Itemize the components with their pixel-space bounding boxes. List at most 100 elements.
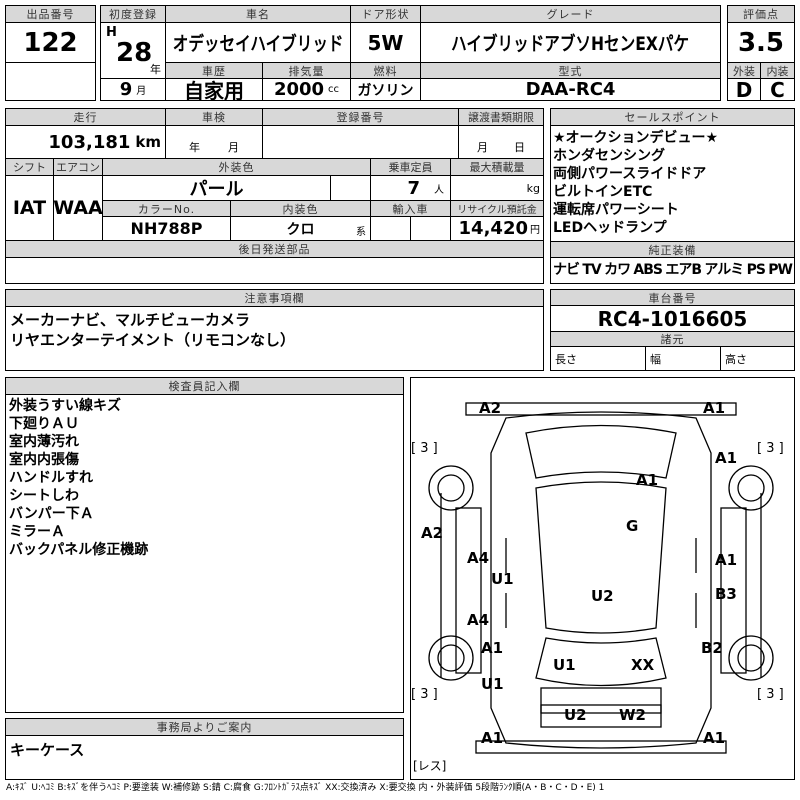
chassis-label: 車台番号 <box>551 290 794 306</box>
damage-mark: W2 <box>619 706 646 724</box>
import-b <box>411 217 451 241</box>
door-label: ドア形状 <box>351 6 421 23</box>
year-unit: 年 <box>150 63 161 76</box>
equipment-item: アルミ <box>704 262 744 278</box>
tire-depth: [ 3 ] <box>411 441 438 456</box>
reg-no <box>263 126 459 159</box>
max-load: kg <box>451 176 543 201</box>
recycle-value: 14,420 <box>458 218 528 239</box>
chassis-number: RC4-1016605 <box>551 306 794 332</box>
sale-point: ホンダセンシング <box>553 148 665 164</box>
capacity-label: 乗車定員 <box>371 159 451 176</box>
history: 自家用 <box>166 79 263 100</box>
damage-mark: A1 <box>636 471 659 489</box>
transfer-day-unit: 日 <box>514 141 525 154</box>
mileage-value: 103,181 <box>48 131 131 153</box>
sale-point: 運転席パワーシート <box>553 202 679 218</box>
inspection-year-unit: 年 <box>189 141 200 154</box>
damage-mark: A1 <box>481 729 504 747</box>
mileage-unit: km <box>135 133 161 151</box>
tire-depth: [ 3 ] <box>411 687 438 702</box>
equipment-item: TV <box>582 262 601 278</box>
score-label: 評価点 <box>728 6 794 23</box>
damage-mark: U1 <box>553 656 576 674</box>
score-box: 評価点 3.5 外装 内装 D C <box>727 5 795 101</box>
car-name-label: 車名 <box>166 6 351 23</box>
ext-grade-label: 外装 <box>728 63 761 79</box>
damage-mark: A1 <box>715 449 738 467</box>
color-no-label: カラーNo. <box>103 201 231 217</box>
reg-no-label: 登録番号 <box>263 109 459 126</box>
damage-mark: U1 <box>491 570 514 588</box>
equipment-item: ABS <box>633 262 663 278</box>
int-grade-label: 内装 <box>761 63 794 79</box>
notes-list: メーカーナビ、マルチビューカメラ リヤエンターテイメント（リモコンなし） <box>10 310 295 350</box>
inspection-label: 車検 <box>166 109 263 126</box>
office-label: 事務局よりご案内 <box>6 719 403 736</box>
damage-mark: A2 <box>421 524 444 542</box>
sale-points-list: ★オークションデビュー★ ホンダセンシング 両側パワースライドドア ビルトインE… <box>553 129 718 239</box>
damage-mark: U1 <box>481 675 504 693</box>
ext-color-label: 外装色 <box>103 159 371 176</box>
import-a <box>371 217 411 241</box>
inspector-line: 室内薄汚れ <box>9 434 79 450</box>
lot-box: 出品番号 122 <box>5 5 96 101</box>
notes-box: 注意事項欄 メーカーナビ、マルチビューカメラ リヤエンターテイメント（リモコンな… <box>5 289 544 371</box>
int-color-label: 内装色 <box>231 201 371 217</box>
equipment-item: ナビ <box>553 262 580 278</box>
damage-mark: A4 <box>467 611 490 629</box>
first-reg-year: H 28 年 <box>101 23 166 79</box>
note-line: メーカーナビ、マルチビューカメラ <box>10 311 251 329</box>
equipment-item: エアB <box>665 262 702 278</box>
aircon-label: エアコン <box>54 159 103 176</box>
displacement-unit: cc <box>328 84 340 95</box>
transfer-month-unit: 月 <box>477 141 488 154</box>
sale-point: ★オークションデビュー★ <box>553 130 719 146</box>
office-note: キーケース <box>10 741 85 759</box>
spare-tire: [レス] <box>413 759 447 773</box>
inspector-line: ミラーＡ <box>9 524 65 540</box>
sale-point: 両側パワースライドドア <box>553 166 707 182</box>
int-color-value: クロ <box>286 221 315 238</box>
grade: ハイブリッドアブソHセンEXパケ <box>451 33 690 55</box>
door-type: 5W <box>351 23 421 63</box>
damage-mark: B2 <box>701 639 723 657</box>
first-reg-label: 初度登録 <box>101 6 166 23</box>
inspector-line: 下廻りＡＵ <box>9 416 79 432</box>
inspector-notes: 外装うすい線キズ 下廻りＡＵ 室内薄汚れ 室内内張傷 ハンドルすれ シートしわ … <box>9 397 148 559</box>
height: 高さ <box>725 352 747 366</box>
damage-mark: A1 <box>703 729 726 747</box>
inspector-line: シートしわ <box>9 488 79 504</box>
inspector-line: ハンドルすれ <box>9 470 93 486</box>
sale-point: ビルトインETC <box>553 184 653 200</box>
grade-label: グレード <box>421 6 720 23</box>
notes-label: 注意事項欄 <box>6 290 543 307</box>
equipment-item: PS <box>746 262 766 278</box>
capacity-value: 7 <box>407 177 420 199</box>
car-outline <box>428 402 774 754</box>
month-unit: 月 <box>136 86 147 97</box>
score-value: 3.5 <box>728 23 794 63</box>
capacity-unit: 人 <box>434 184 444 196</box>
inspector-line: 外装うすい線キズ <box>9 398 121 414</box>
equipment-item: カワ <box>604 262 631 278</box>
ext-color: パール <box>103 176 331 201</box>
damage-diagram: A2 A1 A1 A1 A2 A4 U1 A4 A1 U1 G A1 B3 U2… <box>410 377 795 780</box>
damage-mark: U2 <box>564 706 587 724</box>
model: DAA-RC4 <box>525 79 616 100</box>
model-label: 型式 <box>421 63 720 79</box>
mileage-label: 走行 <box>6 109 166 126</box>
sale-point: LEDヘッドランプ <box>553 220 667 236</box>
shift-label: シフト <box>6 159 54 176</box>
year: 28 <box>116 38 153 68</box>
import-label: 輸入車 <box>371 201 451 217</box>
damage-mark: A1 <box>481 639 504 657</box>
transfer-label: 譲渡書類期限 <box>459 109 543 126</box>
tire-depth: [ 3 ] <box>757 687 784 702</box>
transfer-date: 月日 <box>459 126 543 159</box>
